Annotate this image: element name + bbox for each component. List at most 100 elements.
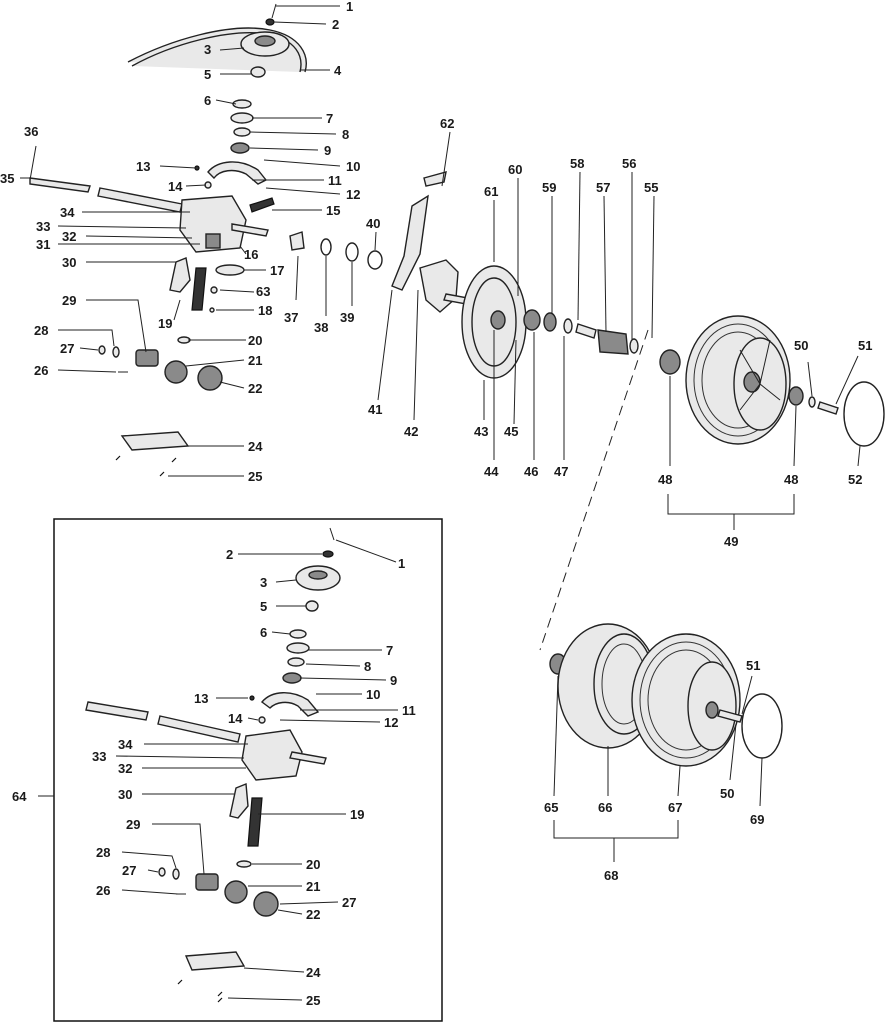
label-top-7: 7 (326, 111, 333, 126)
label-top-20: 20 (248, 333, 262, 348)
label-top-48b: 48 (784, 472, 798, 487)
label-box-22: 22 (306, 907, 320, 922)
inset-frame-64 (53, 518, 443, 1022)
label-box-24: 24 (306, 965, 321, 980)
label-box-26: 26 (96, 883, 110, 898)
pinion-57 (597, 329, 629, 355)
label-top-31: 31 (36, 237, 50, 252)
label-box-8: 8 (364, 659, 371, 674)
label-top-25: 25 (248, 469, 262, 484)
label-w-68: 68 (604, 868, 618, 883)
nut-2 (265, 18, 275, 26)
label-top-32: 32 (62, 229, 76, 244)
label-top-30: 30 (62, 255, 76, 270)
lever-arm (207, 161, 268, 185)
label-top-57: 57 (596, 180, 610, 195)
label-box-33: 33 (92, 749, 106, 764)
inset-parts (85, 527, 341, 1003)
label-top-15: 15 (326, 203, 340, 218)
housing (179, 195, 247, 253)
spring-15 (249, 197, 275, 213)
label-box-9: 9 (390, 673, 397, 688)
label-top-28: 28 (34, 323, 48, 338)
cap-69 (741, 693, 783, 759)
part-number-labels: 1 2 3 4 5 6 7 8 9 10 11 12 13 14 15 34 3… (0, 0, 872, 1008)
label-top-60: 60 (508, 162, 522, 177)
label-box-6: 6 (260, 625, 267, 640)
label-box-12: 12 (384, 715, 398, 730)
label-top-63: 63 (256, 284, 270, 299)
label-top-12: 12 (346, 187, 360, 202)
bearing-48b (788, 386, 804, 406)
bracket-41 (391, 194, 429, 291)
bolt-51 (817, 401, 839, 415)
label-box-29: 29 (126, 817, 140, 832)
rear-wheel-49 (685, 315, 885, 447)
label-box-34: 34 (118, 737, 133, 752)
shaft-36 (29, 177, 91, 193)
label-top-52: 52 (848, 472, 862, 487)
label-top-48a: 48 (658, 472, 672, 487)
label-top-40: 40 (366, 216, 380, 231)
bearing-48a (659, 349, 681, 375)
label-box-19: 19 (350, 807, 364, 822)
label-top-39: 39 (340, 310, 354, 325)
label-top-11: 11 (328, 173, 342, 188)
bushing-5 (250, 66, 266, 78)
gear-22 (197, 365, 223, 391)
label-box-13: 13 (194, 691, 208, 706)
label-w-65: 65 (544, 800, 558, 815)
label-top-43: 43 (474, 424, 488, 439)
label-top-29: 29 (62, 293, 76, 308)
label-box-14: 14 (228, 711, 243, 726)
label-top-9: 9 (324, 143, 331, 158)
label-box-32: 32 (118, 761, 132, 776)
label-top-61: 61 (484, 184, 498, 199)
label-w-69: 69 (750, 812, 764, 827)
label-top-6: 6 (204, 93, 211, 108)
label-box-7: 7 (386, 643, 393, 658)
label-box-5: 5 (260, 599, 267, 614)
label-box-11: 11 (402, 703, 416, 718)
label-box-28: 28 (96, 845, 110, 860)
label-top-4: 4 (334, 63, 342, 78)
label-top-33: 33 (36, 219, 50, 234)
label-top-18: 18 (258, 303, 272, 318)
label-top-46: 46 (524, 464, 538, 479)
label-top-50: 50 (794, 338, 808, 353)
label-box-27b: 27 (342, 895, 356, 910)
label-top-21: 21 (248, 353, 262, 368)
label-w-67: 67 (668, 800, 682, 815)
label-top-44: 44 (484, 464, 499, 479)
label-top-22: 22 (248, 381, 262, 396)
label-top-56: 56 (622, 156, 636, 171)
label-top-2: 2 (332, 17, 339, 32)
worm-19 (191, 267, 207, 311)
label-top-26: 26 (34, 363, 48, 378)
label-top-58: 58 (570, 156, 584, 171)
gear-21 (164, 360, 188, 384)
label-top-17: 17 (270, 263, 284, 278)
grip-62 (423, 171, 447, 187)
label-box-30: 30 (118, 787, 132, 802)
label-w-50: 50 (720, 786, 734, 801)
lever-stack (194, 99, 275, 213)
label-top-10: 10 (346, 159, 360, 174)
label-box-3: 3 (260, 575, 267, 590)
label-box-64: 64 (12, 789, 27, 804)
label-top-13: 13 (136, 159, 150, 174)
label-top-14: 14 (168, 179, 183, 194)
hub-42 (419, 259, 459, 313)
label-top-51: 51 (858, 338, 872, 353)
label-box-27a: 27 (122, 863, 136, 878)
label-box-25: 25 (306, 993, 320, 1008)
label-top-35: 35 (0, 171, 14, 186)
key-1 (271, 3, 277, 19)
gear-29 (135, 349, 159, 367)
label-top-19: 19 (158, 316, 172, 331)
label-top-47: 47 (554, 464, 568, 479)
label-top-55: 55 (644, 180, 658, 195)
label-box-10: 10 (366, 687, 380, 702)
front-wheel-68 (549, 623, 783, 767)
